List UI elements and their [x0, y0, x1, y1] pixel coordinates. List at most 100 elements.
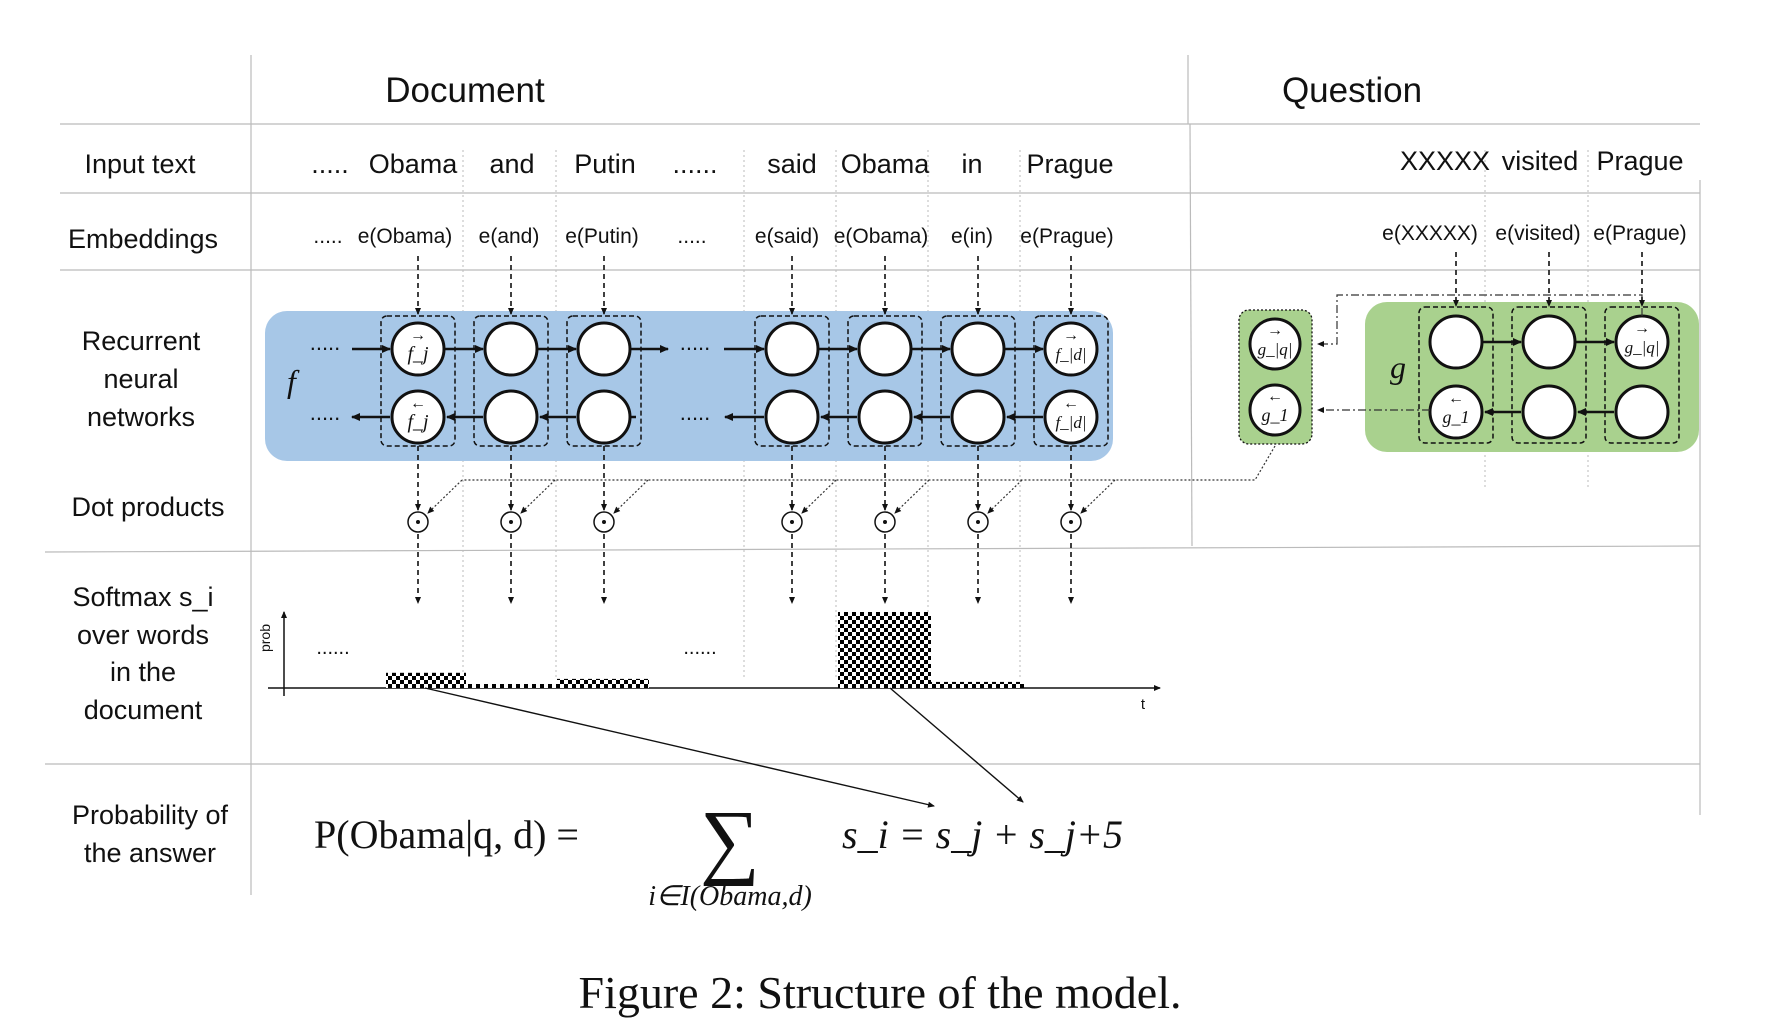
rnn-cell-box	[1604, 306, 1680, 444]
rnn-node-bwd	[950, 389, 1006, 445]
rnn-node-bwd	[1428, 384, 1484, 440]
g-q-concat-arrow: →	[1267, 322, 1283, 339]
rnn-cell-box	[847, 315, 923, 447]
softmax-dots-middle: ......	[683, 637, 716, 659]
softmax-bar-and	[466, 684, 557, 688]
g-q-forward-arrow: →	[1634, 320, 1650, 337]
rnn-node-fwd	[857, 321, 913, 377]
doc-embedding: e(said)	[755, 225, 819, 248]
question-embedding: e(XXXXX)	[1382, 222, 1478, 245]
dot-product-node	[781, 511, 803, 533]
dot-product-node	[593, 511, 615, 533]
equation-sum-symbol: ∑	[700, 794, 760, 887]
question-vector-node	[1248, 383, 1302, 437]
rnn-cell-box	[1418, 306, 1494, 444]
rnn-dots-bottom: .....	[310, 400, 341, 425]
rnn-cell-box	[754, 315, 830, 447]
document-header: Document	[385, 71, 545, 110]
g-q-forward-label: g_|q|	[1625, 338, 1660, 357]
doc-word: Obama	[841, 149, 931, 179]
f-d-backward-arrow: ←	[1063, 395, 1079, 412]
concat-connector-top	[1317, 294, 1643, 347]
doc-embedding: e(Obama)	[358, 225, 453, 248]
rnn-cell-box	[940, 315, 1016, 447]
doc-word: .....	[311, 149, 349, 179]
g-function-label: g	[1390, 349, 1406, 385]
row-labels: Input text Embeddings Recurrent neural n…	[68, 149, 229, 868]
rnn-node-fwd	[1043, 321, 1099, 377]
question-rnn-block: g g_|q| → g_1 ←	[1365, 302, 1699, 452]
rnn-node-fwd	[483, 321, 539, 377]
f-j-forward-arrow: →	[410, 327, 426, 344]
row-label-probability-2: the answer	[84, 838, 216, 868]
table-grid	[44, 55, 1701, 895]
row-label-softmax-1: Softmax s_i	[72, 582, 213, 612]
document-words: ..... Obama and Putin ...... said Obama …	[311, 149, 1113, 179]
softmax-bar-in	[931, 681, 1024, 688]
rnn-cell-box	[473, 315, 549, 447]
rnn-node-fwd	[950, 321, 1006, 377]
question-to-dot-lines	[427, 445, 1276, 514]
softmax-dots-left: ......	[316, 637, 349, 659]
rnn-node-fwd	[1428, 314, 1484, 370]
bar-to-formula-arrows	[424, 687, 1024, 808]
question-vector-block: g_|q| → g_1 ←	[1238, 294, 1643, 445]
row-label-softmax-2: over words	[77, 620, 209, 650]
dot-product-node	[407, 511, 429, 533]
softmax-bar-obama	[838, 612, 931, 688]
row-label-rnn-2: neural	[103, 364, 178, 394]
question-header: Question	[1282, 71, 1422, 110]
row-label-embeddings: Embeddings	[68, 224, 218, 254]
bar-to-formula-arrow	[889, 687, 1024, 803]
g-1-backward-label: g_1	[1443, 407, 1470, 427]
embedding-arrows	[415, 252, 1645, 315]
rnn-node-bwd	[390, 389, 446, 445]
softmax-x-label: t	[1141, 696, 1146, 713]
f-d-forward-label: f_|d|	[1055, 345, 1086, 364]
dot-product-node	[874, 511, 896, 533]
doc-embedding: e(Putin)	[565, 225, 639, 248]
bar-to-formula-arrow	[424, 687, 935, 808]
rnn-node-bwd	[1614, 384, 1670, 440]
question-words: XXXXX visited Prague	[1400, 146, 1684, 176]
question-word: XXXXX	[1400, 146, 1490, 176]
equation-sum-index: i∈I(Obama,d)	[648, 881, 812, 912]
row-label-probability-1: Probability of	[72, 800, 229, 830]
row-label-rnn-3: networks	[87, 402, 195, 432]
dot-to-softmax-arrows	[415, 534, 1074, 604]
doc-word: said	[767, 149, 817, 179]
softmax-chart: prob t ...... ......	[257, 611, 1161, 713]
rnn-dots-middle-top: .....	[680, 330, 711, 355]
row-label-rnn-1: Recurrent	[82, 326, 201, 356]
question-embedding: e(visited)	[1495, 222, 1580, 245]
softmax-bars	[386, 612, 1024, 688]
doc-word: ......	[672, 149, 717, 179]
rnn-node-fwd	[1521, 314, 1577, 370]
dot-product-node	[500, 511, 522, 533]
row-label-softmax-3: in the	[110, 657, 176, 687]
rnn-dots-middle-bottom: .....	[680, 400, 711, 425]
rnn-dots-top: .....	[310, 330, 341, 355]
doc-word: Prague	[1026, 149, 1113, 179]
rnn-node-bwd	[1043, 389, 1099, 445]
row-label-softmax-4: document	[84, 695, 203, 725]
equation-lhs: P(Obama|q, d) =	[314, 812, 579, 857]
doc-embedding: .....	[313, 225, 342, 248]
rnn-node-bwd	[1521, 384, 1577, 440]
question-embeddings: e(XXXXX) e(visited) e(Prague)	[1382, 222, 1687, 245]
rnn-cell-box	[1511, 306, 1587, 444]
rnn-cell-box	[1033, 315, 1109, 447]
f-j-backward-label: f_j	[407, 411, 429, 433]
document-rnn-block: f ..... ..... ..... .....	[265, 311, 1113, 461]
f-d-forward-arrow: →	[1063, 327, 1079, 344]
question-word: visited	[1502, 146, 1579, 176]
rnn-cell-box	[566, 315, 642, 447]
figure-caption: Figure 2: Structure of the model.	[579, 967, 1182, 1018]
f-j-backward-arrow: ←	[410, 395, 426, 412]
doc-word: and	[489, 149, 534, 179]
doc-embedding: e(in)	[951, 225, 993, 248]
rnn-node-bwd	[483, 389, 539, 445]
question-embedding: e(Prague)	[1593, 222, 1686, 245]
g-1-concat-arrow: ←	[1267, 388, 1283, 405]
